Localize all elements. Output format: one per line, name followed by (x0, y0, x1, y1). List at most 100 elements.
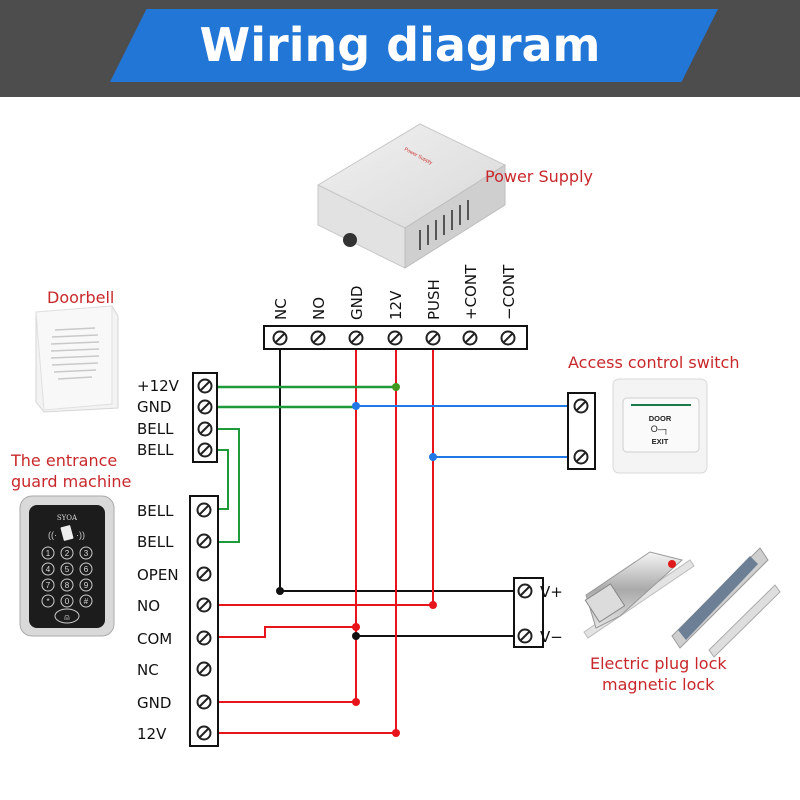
guard-machine-brand: SYOA (57, 514, 78, 522)
screw-terminal-icon (462, 330, 478, 346)
screw-terminal-icon (196, 630, 212, 646)
lock-label-line2: magnetic lock (602, 675, 715, 694)
power-jack-icon (343, 233, 357, 247)
doorbell-terminal-label: GND (137, 398, 171, 416)
guard-machine-terminal-label: OPEN (137, 566, 179, 584)
power-supply-device: Power Supply (316, 123, 507, 269)
guard-machine-terminal-label: BELL (137, 502, 174, 520)
keypad-key[interactable]: 1 (41, 546, 55, 560)
keypad-key-label: 5 (65, 565, 70, 574)
keypad-key-label: 6 (84, 565, 89, 574)
screw-terminal-icon (197, 421, 213, 437)
lock-label-line1: Electric plug lock (590, 654, 727, 673)
junction-dot (392, 383, 400, 391)
guard-machine-terminal-label: NC (137, 661, 159, 679)
bell-button[interactable] (54, 608, 80, 624)
wire-bell1-to-reader-bell2 (217, 428, 240, 543)
guard-machine-terminal-label: 12V (137, 725, 167, 743)
keypad-key-label: 0 (65, 597, 70, 606)
keypad-key[interactable]: # (79, 594, 93, 608)
lock-terminal-label: V+ (540, 583, 563, 601)
screw-terminal-icon (272, 330, 288, 346)
screw-terminal-icon (573, 398, 589, 414)
screw-terminal-icon (517, 583, 533, 599)
screw-terminal-icon (348, 330, 364, 346)
screw-terminal-icon (196, 566, 212, 582)
keypad-key[interactable]: 7 (41, 578, 55, 592)
bell-icon: ⍝ (64, 612, 69, 622)
screw-terminal-icon (196, 661, 212, 677)
rfid-wave-left-icon: ((· (48, 530, 57, 540)
keypad-key-label: 7 (46, 581, 51, 590)
keypad-key[interactable]: 4 (41, 562, 55, 576)
terminal-label-2: GND (348, 286, 366, 320)
keypad-key[interactable]: 9 (79, 578, 93, 592)
screw-terminal-icon (196, 533, 212, 549)
magnetic-lock-device (671, 547, 781, 658)
keypad-key[interactable]: 3 (79, 546, 93, 560)
power-supply-label: Power Supply (485, 167, 593, 186)
junction-dot (392, 729, 400, 737)
junction-dot (429, 601, 437, 609)
rfid-wave-right-icon: ·)) (76, 530, 85, 540)
exit-switch-label: Access control switch (568, 353, 739, 372)
guard-machine-terminal-label: NO (137, 597, 160, 615)
junction-dot (352, 402, 360, 410)
keypad-key[interactable]: 6 (79, 562, 93, 576)
header-bar: Wiring diagram (0, 0, 800, 97)
guard-machine-terminal-label: COM (137, 630, 172, 648)
junction-dot (352, 698, 360, 706)
screw-terminal-icon (197, 399, 213, 415)
junction-dot (429, 453, 437, 461)
terminal-label-3: 12V (387, 290, 405, 320)
card-icon (60, 525, 74, 541)
screw-terminal-icon (197, 378, 213, 394)
screw-terminal-icon (387, 330, 403, 346)
doorbell-terminal-label: BELL (137, 441, 174, 459)
doorbell-device (35, 305, 119, 413)
terminal-label-5: +CONT (462, 264, 480, 320)
junction-dot (276, 587, 284, 595)
screw-terminal-icon (196, 597, 212, 613)
keypad-key[interactable]: 8 (60, 578, 74, 592)
screw-terminal-icon (517, 628, 533, 644)
exit-switch-exit-text: EXIT (652, 437, 669, 446)
junction-dot (352, 632, 360, 640)
screw-terminal-icon (197, 442, 213, 458)
wire-reader-com (217, 626, 356, 638)
page-title: Wiring diagram (199, 18, 601, 72)
keypad-key-label: 3 (84, 549, 89, 558)
keypad-key-label: 4 (46, 565, 51, 574)
doorbell-terminal-label: BELL (137, 420, 174, 438)
terminal-label-1: NO (310, 297, 328, 320)
keypad-key[interactable]: 2 (60, 546, 74, 560)
electric-plug-lock-device (583, 551, 695, 639)
guard-machine-label-line1: The entrance (10, 451, 117, 470)
terminal-label-6: −CONT (500, 264, 518, 320)
guard-machine-terminal-label: BELL (137, 533, 174, 551)
screw-terminal-icon (196, 502, 212, 518)
screw-terminal-icon (425, 330, 441, 346)
keypad-key[interactable]: * (41, 594, 55, 608)
screw-terminal-icon (310, 330, 326, 346)
guard-machine-terminal-label: GND (137, 694, 171, 712)
screw-terminal-icon (196, 694, 212, 710)
keypad-key[interactable]: 5 (60, 562, 74, 576)
junction-dot (352, 623, 360, 631)
screw-terminal-icon (196, 725, 212, 741)
keypad-key-label: 9 (84, 581, 89, 590)
keypad-key-label: # (84, 597, 89, 606)
terminal-label-0: NC (272, 298, 290, 320)
wire-bell2-to-reader-bell1 (217, 449, 229, 510)
key-icon: O‒┐ (651, 424, 669, 435)
keypad-key[interactable]: 0 (60, 594, 74, 608)
keypad-key-label: 8 (65, 581, 70, 590)
doorbell-terminal-label: +12V (137, 377, 180, 395)
keypad-key-label: * (46, 597, 49, 606)
exit-switch-door-text: DOOR (649, 414, 672, 423)
screw-terminal-icon (500, 330, 516, 346)
doorbell-label: Doorbell (47, 288, 114, 307)
